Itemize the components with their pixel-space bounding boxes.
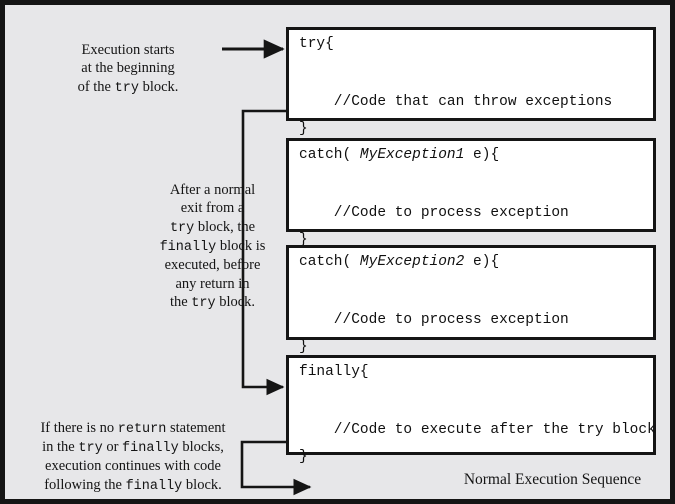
annotation-bottom-line-2: in the try or finally blocks,	[13, 438, 253, 457]
keyword-try: try	[191, 295, 216, 311]
annotation-middle-line-4: finally block is	[135, 237, 290, 256]
caption-normal-execution-sequence: Normal Execution Sequence	[463, 471, 642, 488]
annotation-middle-l4-post: block is	[216, 237, 266, 254]
annotation-middle-line-3: try block, the	[135, 218, 290, 237]
code-line-catch2-close: }	[299, 339, 308, 355]
annotation-bottom-line-1: If there is no return statement	[13, 419, 253, 438]
catch2-keyword: catch(	[299, 254, 360, 270]
annotation-middle-line-7: the try block.	[135, 293, 290, 312]
keyword-finally: finally	[159, 239, 217, 255]
code-block-catch-2: catch( MyException2 e){ //Code to proces…	[286, 245, 656, 355]
annotation-bottom-line-4: following the finally block.	[13, 476, 253, 495]
code-line-try-blank	[299, 64, 653, 95]
annotation-middle-l3-post: block, the	[194, 218, 256, 235]
code-line-finally-close: }	[299, 449, 308, 465]
code-line-catch1-close: }	[299, 232, 308, 248]
keyword-return: return	[117, 422, 167, 437]
code-line-try-comment: //Code that can throw exceptions	[299, 94, 613, 110]
code-block-try: try{ //Code that can throw exceptions }	[286, 27, 656, 137]
annotation-start-l3-post: block.	[138, 78, 179, 95]
annotation-bottom-l4-post: block.	[182, 476, 222, 493]
annotation-bottom-l2-mid: or	[102, 439, 123, 456]
annotation-bottom-l2-pre: in the	[42, 439, 79, 456]
code-line-try-close: }	[299, 121, 308, 137]
code-line-try-header: try{	[299, 36, 334, 52]
code-line-catch2-blank	[299, 282, 653, 313]
annotation-bottom-l1-pre: If there is no	[40, 420, 118, 436]
code-line-finally-header: finally{	[299, 364, 369, 380]
annotation-middle-line-1: After a normal	[169, 182, 256, 198]
annotation-middle-l7-post: block.	[215, 293, 256, 310]
annotation-middle-line-6: any return in	[175, 275, 250, 292]
code-line-finally-blank	[299, 392, 653, 423]
annotation-start-l3-pre: of the	[77, 78, 115, 95]
annotation-start-line-3: of the try block.	[33, 78, 223, 97]
annotation-no-return-statement: If there is no return statement in the t…	[13, 419, 253, 495]
annotation-bottom-l4-pre: following the	[44, 476, 126, 493]
catch2-exception-type: MyException2	[359, 254, 465, 270]
annotation-after-normal-exit: After a normal exit from a try block, th…	[135, 181, 290, 312]
annotation-bottom-l1-post: statement	[166, 420, 226, 436]
annotation-start-line-1: Execution starts	[81, 42, 175, 58]
annotation-bottom-l2-post: blocks,	[178, 439, 224, 456]
keyword-finally: finally	[125, 478, 183, 494]
keyword-try: try	[169, 220, 195, 236]
annotation-middle-line-5: executed, before	[164, 257, 261, 274]
code-block-finally: finally{ //Code to execute after the try…	[286, 355, 656, 465]
code-line-catch2-header: catch( MyException2 e){	[299, 254, 653, 282]
keyword-finally: finally	[122, 441, 179, 457]
annotation-middle-line-2: exit from a	[180, 200, 245, 217]
catch2-header-suffix: e){	[464, 254, 500, 270]
annotation-execution-starts: Execution starts at the beginning of the…	[33, 41, 223, 97]
catch1-keyword: catch(	[299, 147, 360, 163]
keyword-try: try	[114, 80, 139, 96]
code-line-finally-comment: //Code to execute after the try block	[299, 422, 656, 438]
annotation-bottom-line-3: execution continues with code	[45, 458, 221, 475]
code-line-catch1-header: catch( MyException1 e){	[299, 147, 653, 175]
keyword-try: try	[78, 441, 103, 457]
code-line-catch1-comment: //Code to process exception	[299, 205, 569, 221]
catch1-header-suffix: e){	[464, 147, 500, 163]
annotation-start-line-2: at the beginning	[81, 60, 175, 77]
catch1-exception-type: MyException1	[359, 147, 465, 163]
code-line-catch1-blank	[299, 175, 653, 206]
code-line-catch2-comment: //Code to process exception	[299, 312, 569, 328]
code-block-catch-1: catch( MyException1 e){ //Code to proces…	[286, 138, 656, 248]
annotation-middle-l7-pre: the	[169, 293, 192, 310]
